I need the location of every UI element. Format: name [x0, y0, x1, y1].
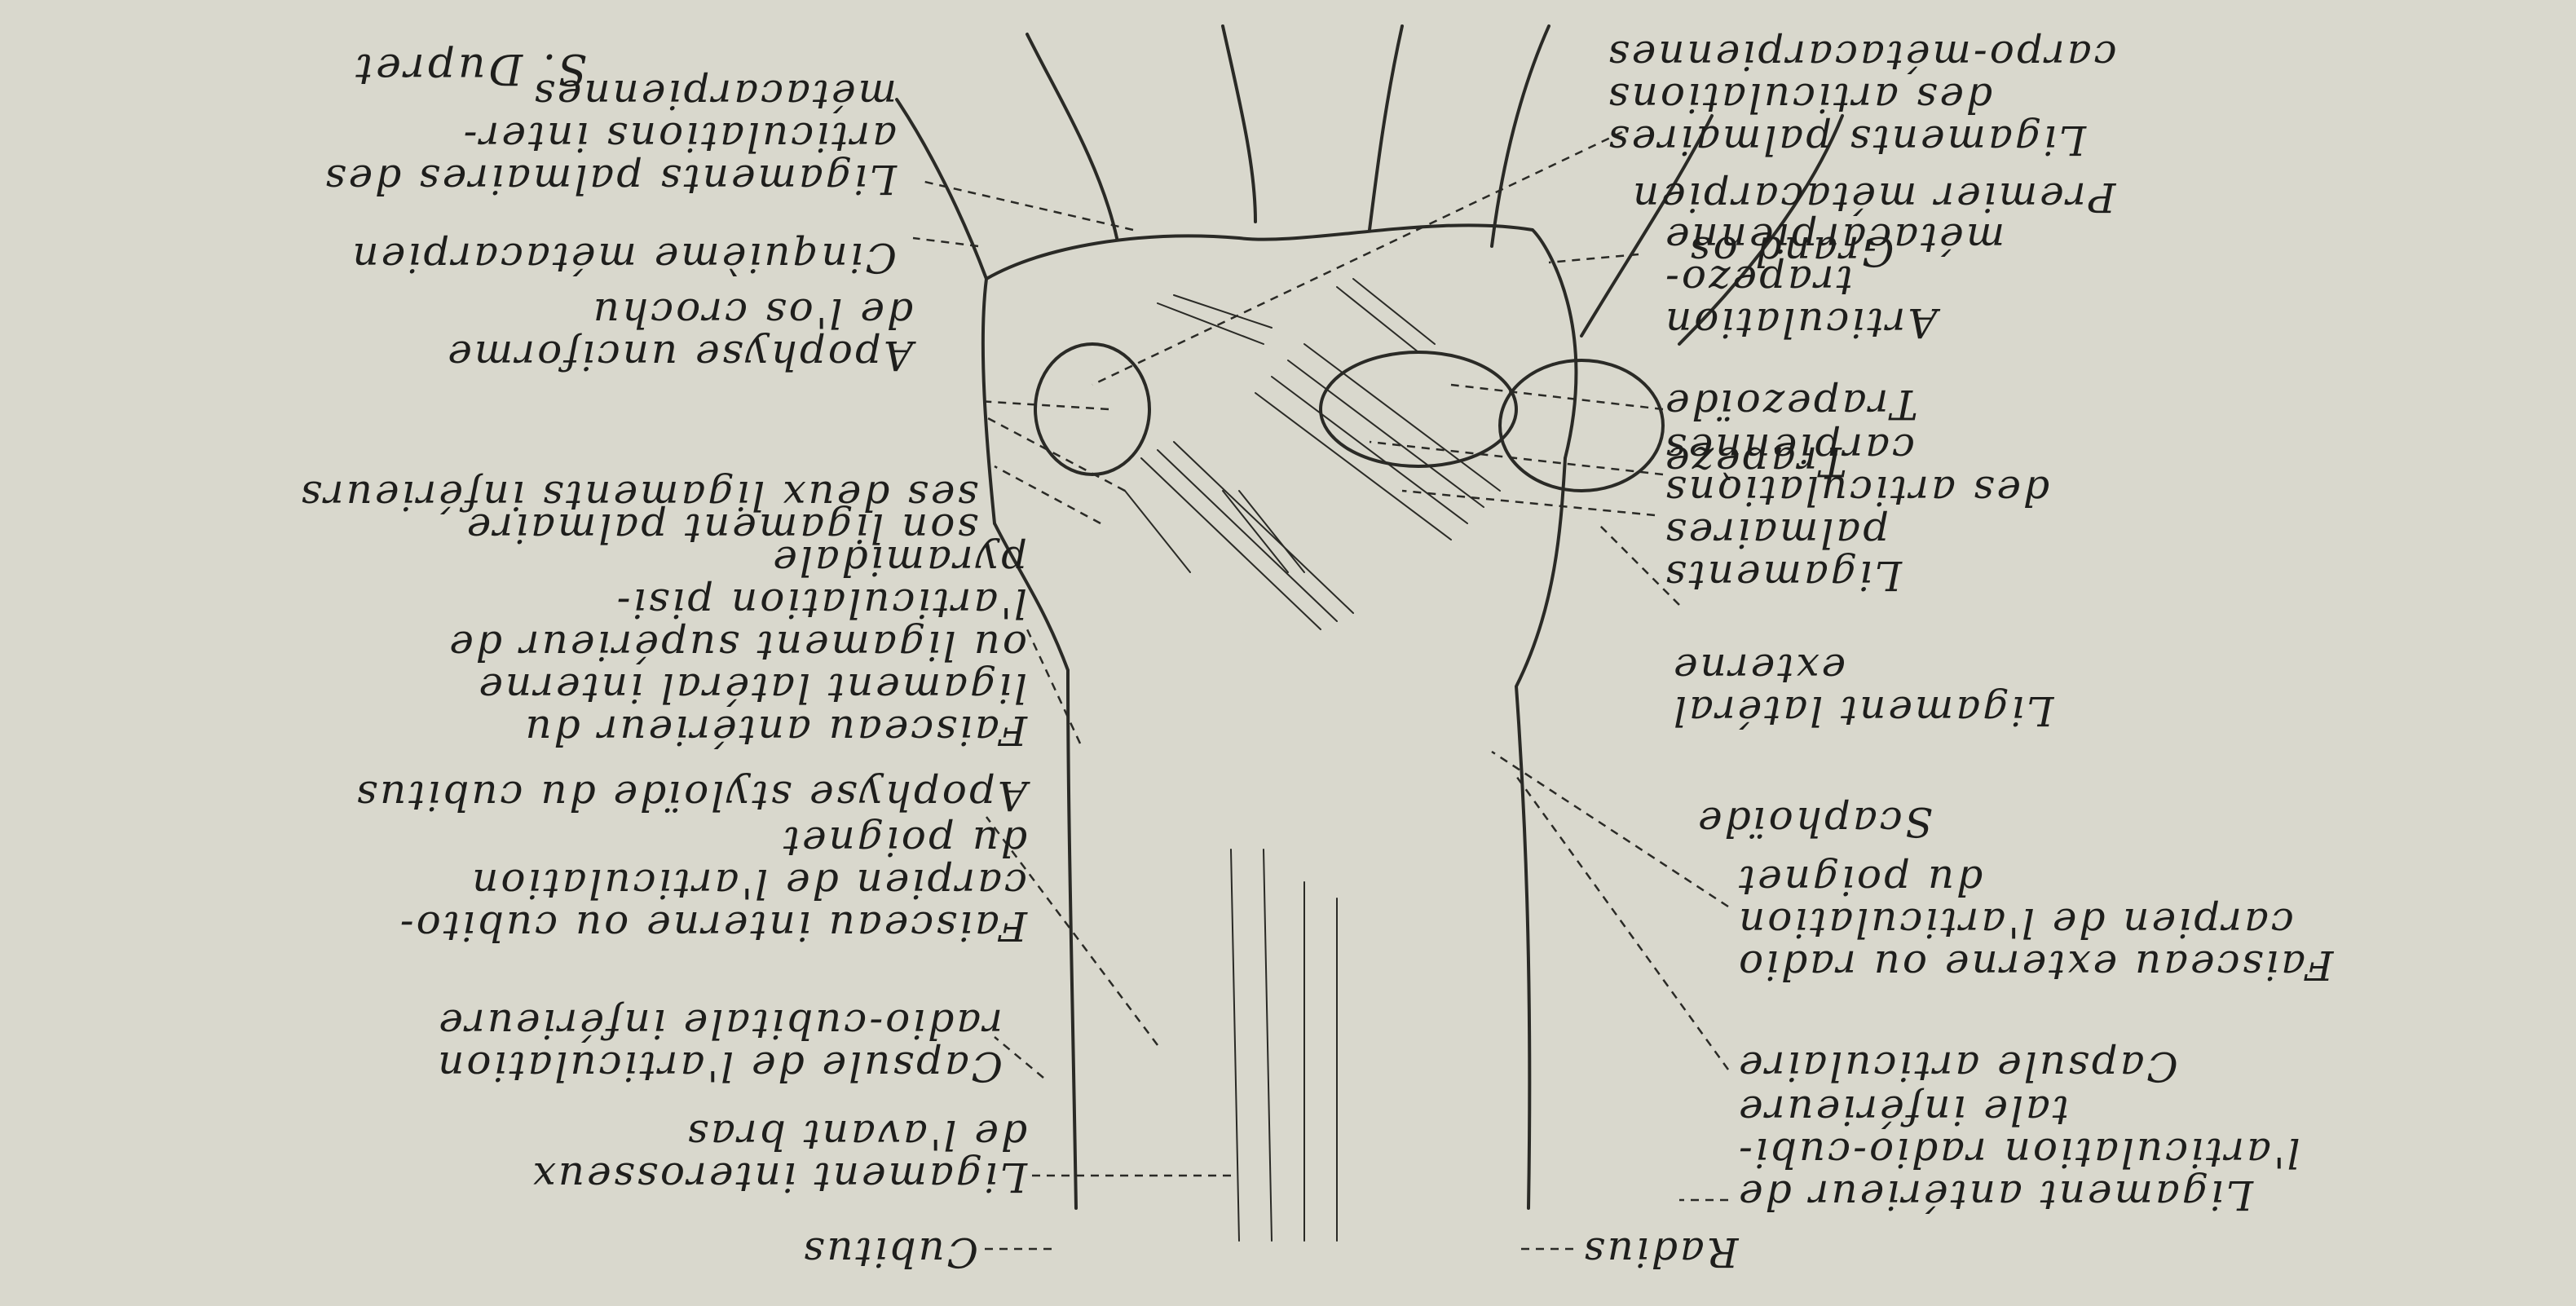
label-radius: Radius — [1581, 1231, 1867, 1273]
label-ulnar-styloid: Apophyse styloïde du cubitus — [196, 774, 1027, 817]
leader-lines — [913, 132, 1728, 1249]
fifth-metacarpal-outline — [897, 99, 986, 279]
label-first-metacarpal: Premier métacarpien — [1630, 176, 2209, 218]
label-inferior-ligaments: ses deux ligaments inférieurs — [49, 474, 978, 517]
label-radio-ulnar-anterior-ligament: Ligament antérieur de l'articulation rad… — [1736, 1089, 2462, 1216]
trapezium-shape — [1500, 360, 1663, 491]
metacarpal-5 — [1027, 34, 1117, 238]
label-scaphoid: Scaphoïde — [1696, 801, 2119, 843]
label-interosseous-ligament: Ligament interosseux de l'avant bras — [440, 1114, 1027, 1198]
label-trapezium: Trapèze — [1663, 440, 2119, 483]
radius-outline — [1516, 458, 1565, 1208]
label-ulnocarpal-bundle: Faisceau interne ou cubito- carpien de l… — [326, 820, 1027, 947]
interosseous-ligament — [1231, 849, 1337, 1241]
label-ulna: Cubitus — [652, 1231, 978, 1273]
metacarpal-4 — [1223, 26, 1255, 222]
scaphoid-shape — [1321, 352, 1516, 466]
metacarpal-2 — [1492, 26, 1549, 246]
label-internal-lateral-ligament: Faisceau antérieur du ligament latéral i… — [293, 540, 1027, 752]
label-trapezoid: Trapezoïde — [1663, 383, 2119, 426]
artist-signature: S. Dupret — [352, 44, 587, 93]
label-radiocarpal-bundle: Faisceau externe ou radio carpien de l'a… — [1736, 859, 2437, 986]
label-fifth-metacarpal: Cinquième métacarpien — [196, 236, 897, 279]
label-capitate: Grand os — [1687, 230, 2119, 272]
label-carpometacarpal-palmar-ligaments: Ligaments palmaires des articulations ca… — [1606, 34, 2209, 161]
label-external-lateral-ligament: Ligament latéral externe — [1671, 647, 2111, 732]
label-hamate-hook: Apophyse unciforme de l'os crochu — [245, 292, 913, 377]
label-radioulnar-capsule: Capsule de l'articulation radio-cubitale… — [351, 1003, 1003, 1088]
metacarpal-3 — [1370, 26, 1402, 230]
ligament-hatching — [1125, 279, 1500, 629]
label-joint-capsule: Capsule articulaire — [1736, 1045, 2380, 1088]
carpal-block-outline — [983, 225, 1577, 523]
